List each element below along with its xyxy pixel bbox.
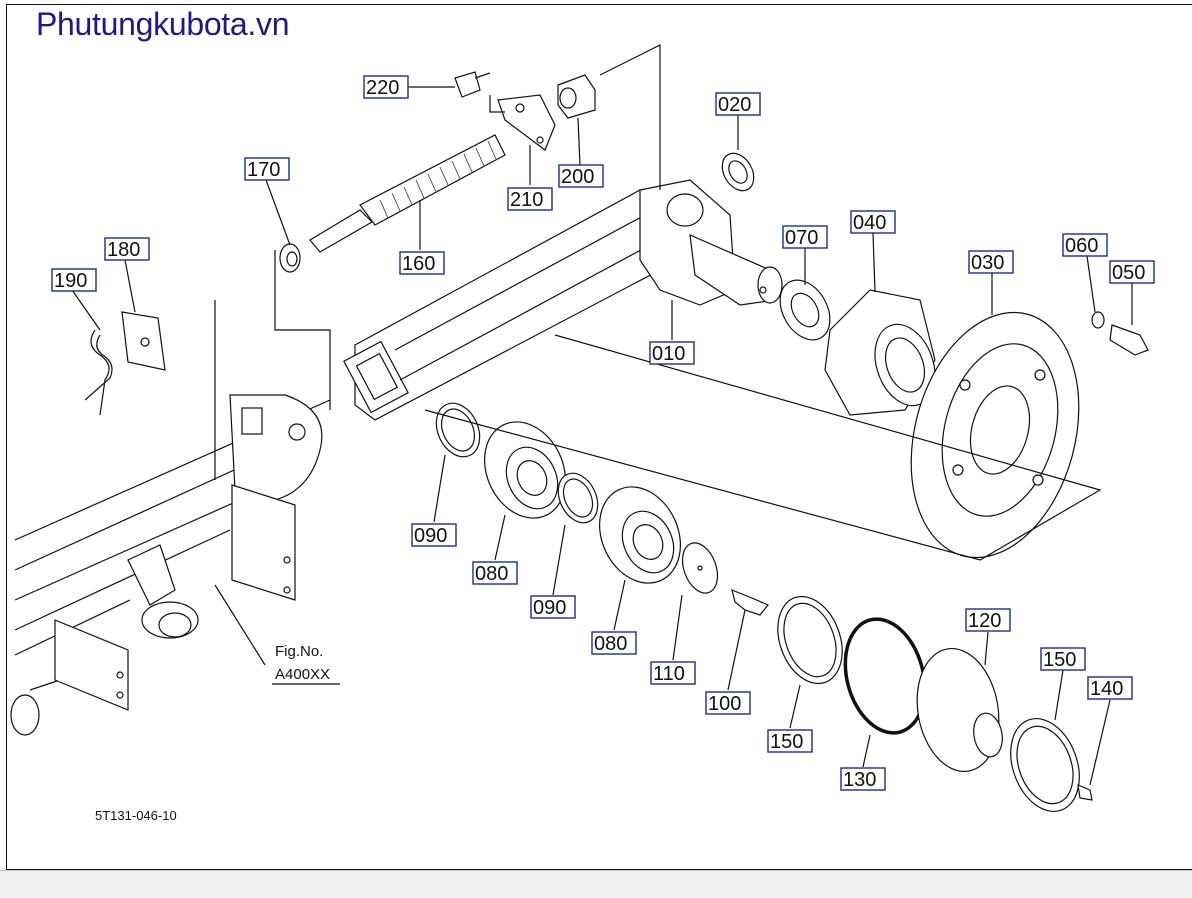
callout-label: 030 <box>971 252 1004 274</box>
part-180-plate <box>121 311 166 371</box>
callout-label: 040 <box>853 212 886 234</box>
part-160-spring-rod <box>309 134 506 253</box>
part-150-snap-ring-1 <box>777 595 843 685</box>
callout-label: 070 <box>785 227 818 249</box>
part-070-bearing <box>779 279 831 341</box>
part-090-ring-2 <box>557 472 599 524</box>
callout-label: 100 <box>708 693 741 715</box>
site-title: Phutungkubota.vn <box>36 6 290 42</box>
callout-090b[interactable]: 090 <box>530 595 576 619</box>
callout-label: 200 <box>561 166 594 188</box>
part-130-o-ring <box>843 617 927 735</box>
part-150-snap-ring-2 <box>1010 717 1080 813</box>
fig-reference: Fig.No. A400XX <box>272 643 340 685</box>
part-040-hub <box>824 289 936 416</box>
part-140-grease-nipple <box>1077 784 1093 801</box>
part-030-wheel <box>910 311 1080 559</box>
callout-120[interactable]: 120 <box>965 608 1011 632</box>
part-060-washer <box>1091 311 1105 329</box>
callout-100[interactable]: 100 <box>705 691 751 715</box>
callout-200[interactable]: 200 <box>558 164 604 188</box>
callout-020[interactable]: 020 <box>715 92 761 116</box>
part-220-bolt <box>454 71 491 98</box>
part-080-bearing-2 <box>598 486 682 584</box>
callout-110[interactable]: 110 <box>650 661 696 685</box>
callout-label: 020 <box>718 94 751 116</box>
callout-label: 140 <box>1090 678 1123 700</box>
callout-label: 110 <box>653 663 685 685</box>
callout-label: 190 <box>54 270 87 292</box>
callout-label: 130 <box>843 769 876 791</box>
callout-190[interactable]: 190 <box>51 268 97 292</box>
part-080-bearing-1 <box>483 421 567 519</box>
bottom-bar <box>0 870 1192 898</box>
callout-label: 170 <box>247 159 280 181</box>
part-170-washer <box>279 243 301 273</box>
callout-label: 090 <box>533 597 566 619</box>
part-050-bolt <box>1109 324 1149 356</box>
part-100-bolt <box>731 589 769 616</box>
diagram-frame <box>6 4 1192 870</box>
callout-label: 210 <box>510 189 543 211</box>
fig-ref-label: Fig.No. <box>275 643 323 660</box>
callout-label: 150 <box>770 731 803 753</box>
part-120-cap <box>916 647 1003 773</box>
callout-150b[interactable]: 150 <box>1040 647 1086 671</box>
frame-body <box>10 394 331 736</box>
callout-label: 010 <box>652 343 685 365</box>
part-110-washer <box>681 542 719 594</box>
callout-label: 090 <box>414 525 447 547</box>
callout-label: 160 <box>402 253 435 275</box>
callout-080b[interactable]: 080 <box>591 631 637 655</box>
callout-label: 120 <box>968 610 1001 632</box>
callout-070[interactable]: 070 <box>782 225 828 249</box>
callout-label: 080 <box>475 563 508 585</box>
part-190-pin <box>84 329 113 416</box>
callout-220[interactable]: 220 <box>363 75 409 99</box>
callout-label: 220 <box>366 77 399 99</box>
callout-label: 180 <box>107 239 140 261</box>
callout-150[interactable]: 150 <box>767 729 813 753</box>
exploded-parts-diagram: 220 020 170 180 190 210 200 160 070 040 … <box>10 44 1155 823</box>
callout-140[interactable]: 140 <box>1087 676 1133 700</box>
callout-label: 050 <box>1112 262 1145 284</box>
callout-label: 060 <box>1065 235 1098 257</box>
callout-040[interactable]: 040 <box>850 210 896 234</box>
callout-080[interactable]: 080 <box>472 561 518 585</box>
callout-090[interactable]: 090 <box>411 523 457 547</box>
part-210-bracket <box>497 94 556 151</box>
callout-130[interactable]: 130 <box>840 767 886 791</box>
fig-ref-value: A400XX <box>275 666 330 683</box>
callout-050[interactable]: 050 <box>1109 260 1155 284</box>
square-tube <box>343 189 661 421</box>
drawing-code: 5T131-046-10 <box>95 808 177 823</box>
callout-060[interactable]: 060 <box>1062 233 1108 257</box>
callout-label: 080 <box>594 633 627 655</box>
part-090-ring-1 <box>435 402 481 458</box>
callout-030[interactable]: 030 <box>968 250 1014 274</box>
callout-170[interactable]: 170 <box>244 157 290 181</box>
callout-210[interactable]: 210 <box>507 187 553 211</box>
part-200-nut <box>557 74 596 119</box>
callout-label: 150 <box>1043 649 1076 671</box>
part-020-seal <box>721 152 755 192</box>
callout-010[interactable]: 010 <box>649 341 695 365</box>
leader-lines <box>71 44 1133 786</box>
part-010-housing <box>639 179 783 306</box>
callout-160[interactable]: 160 <box>399 251 445 275</box>
callout-180[interactable]: 180 <box>104 237 150 261</box>
